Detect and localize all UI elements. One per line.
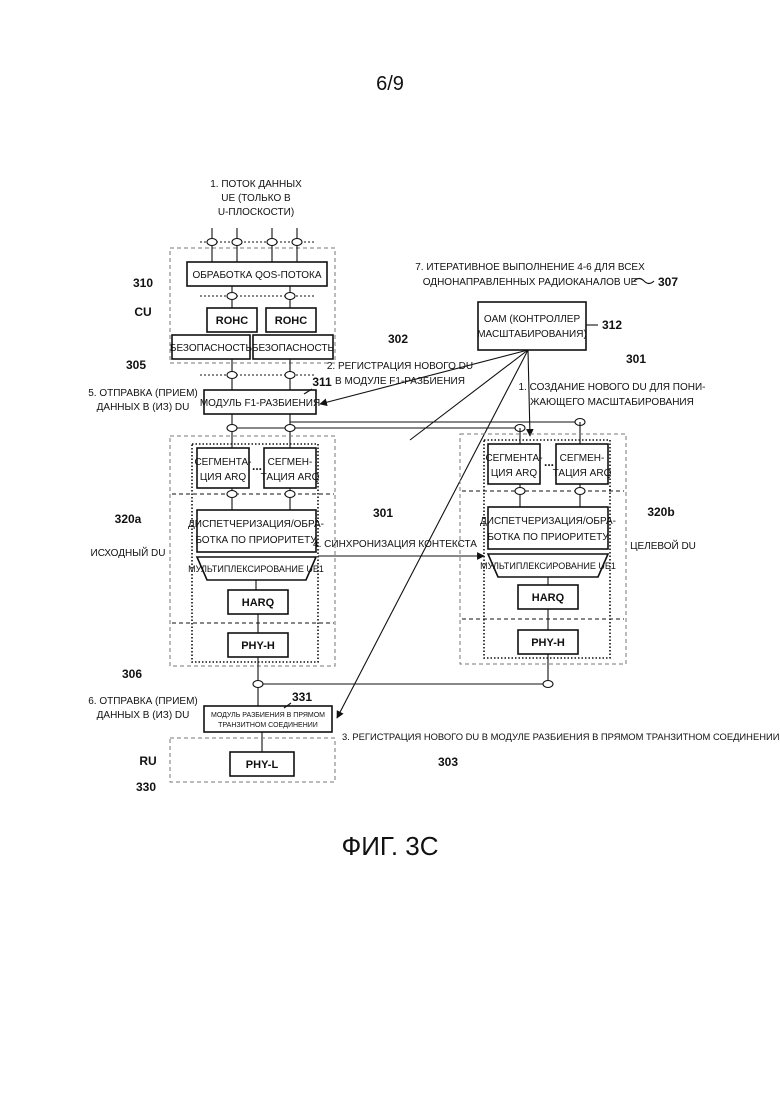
- create-du-line-2: ЖАЮЩЕГО МАСШТАБИРОВАНИЯ: [530, 397, 694, 408]
- ru-label: RU: [139, 754, 156, 768]
- source-mux-label: МУЛЬТИПЛЕКСИРОВАНИЕ UE1: [188, 564, 324, 574]
- send-cu-line-2: ДАННЫХ В (ИЗ) DU: [97, 402, 190, 413]
- target-arq-seg-b-line-2: ТАЦИЯ ARQ: [553, 468, 612, 479]
- ref-310: 310: [133, 276, 153, 290]
- flow-label-line-2: UE (ТОЛЬКО В: [221, 193, 291, 204]
- oam-line-1: OAM (КОНТРОЛЛЕР: [484, 314, 581, 325]
- ref-320b: 320b: [647, 505, 674, 519]
- oam-scaling-controller-box: [478, 302, 586, 350]
- phy-l-label: PHY-L: [246, 759, 279, 771]
- source-phy-h-label: PHY-H: [241, 640, 275, 652]
- source-arq-seg-b-line-2: ТАЦИЯ ARQ: [261, 472, 320, 483]
- ref-312: 312: [602, 318, 622, 332]
- qos-flow-processing-label: ОБРАБОТКА QOS-ПОТОКА: [192, 270, 321, 281]
- ref-305: 305: [126, 358, 146, 372]
- source-scheduling-line-1: ДИСПЕТЧЕРИЗАЦИЯ/ОБРА-: [188, 519, 324, 530]
- target-harq-label: HARQ: [532, 592, 565, 604]
- target-arq-seg-a-line-1: СЕГМЕНТА-: [485, 453, 542, 464]
- ref-331: 331: [292, 690, 312, 704]
- target-arq-seg-b-line-1: СЕГМЕН-: [560, 453, 605, 464]
- source-arq-seg-a-line-2: ЦИЯ ARQ: [200, 472, 246, 483]
- fronthaul-line-2: ТРАНЗИТНОМ СОЕДИНЕНИИ: [218, 722, 318, 729]
- source-harq-label: HARQ: [242, 597, 275, 609]
- security-label-right: БЕЗОПАСНОСТЬ: [252, 343, 335, 354]
- reg-f1-line-2: В МОДУЛЕ F1-РАЗБИЕНИЯ: [335, 376, 465, 387]
- ref-307: 307: [658, 275, 678, 289]
- create-du-line-1: 1. СОЗДАНИЕ НОВОГО DU ДЛЯ ПОНИ-: [518, 382, 705, 393]
- ref-303: 303: [438, 755, 458, 769]
- ref-320a: 320a: [115, 512, 142, 526]
- oam-line-2: МАСШТАБИРОВАНИЯ): [477, 329, 587, 340]
- figure-caption: ФИГ. 3С: [341, 831, 438, 861]
- f1-split-module-label: МОДУЛЬ F1-РАЗБИЕНИЯ: [200, 398, 320, 409]
- source-arq-seg-b-line-1: СЕГМЕН-: [268, 457, 313, 468]
- reg-fh-label: 3. РЕГИСТРАЦИЯ НОВОГО DU В МОДУЛЕ РАЗБИЕ…: [342, 731, 779, 742]
- target-scheduling-line-1: ДИСПЕТЧЕРИЗАЦИЯ/ОБРА-: [480, 516, 616, 527]
- target-phy-h-label: PHY-H: [531, 637, 565, 649]
- target-du-label: ЦЕЛЕВОЙ DU: [630, 539, 696, 552]
- send-cu-line-1: 5. ОТПРАВКА (ПРИЕМ): [88, 388, 198, 399]
- source-arq-ellipsis: ...: [252, 459, 262, 473]
- target-mux-label: МУЛЬТИПЛЕКСИРОВАНИЕ UE1: [480, 561, 616, 571]
- iterative-line-1: 7. ИТЕРАТИВНОЕ ВЫПОЛНЕНИЕ 4-6 ДЛЯ ВСЕХ: [415, 262, 645, 273]
- flow-label-line-3: U-ПЛОСКОСТИ): [218, 207, 294, 218]
- rohc-label-right: ROHC: [275, 315, 307, 327]
- ref-306: 306: [122, 667, 142, 681]
- iterative-line-2: ОДНОНАПРАВЛЕННЫХ РАДИОКАНАЛОВ UE: [423, 277, 638, 288]
- target-arq-seg-a-line-2: ЦИЯ ARQ: [491, 468, 537, 479]
- flow-label-line-1: 1. ПОТОК ДАННЫХ: [210, 179, 302, 190]
- rohc-label-left: ROHC: [216, 315, 248, 327]
- ref-311: 311: [312, 375, 332, 389]
- security-label-left: БЕЗОПАСНОСТЬ: [170, 343, 253, 354]
- send-ru-line-1: 6. ОТПРАВКА (ПРИЕМ): [88, 696, 198, 707]
- source-arq-seg-a-line-1: СЕГМЕНТА-: [194, 457, 251, 468]
- page-number: 6/9: [376, 73, 404, 95]
- source-scheduling-line-2: БОТКА ПО ПРИОРИТЕТУ: [195, 535, 317, 546]
- source-du-label: ИСХОДНЫЙ DU: [91, 546, 166, 559]
- cu-label: CU: [134, 305, 151, 319]
- ref-330: 330: [136, 780, 156, 794]
- target-arq-ellipsis: ...: [544, 455, 554, 469]
- fronthaul-line-1: МОДУЛЬ РАЗБИЕНИЯ В ПРЯМОМ: [211, 712, 325, 719]
- send-ru-line-2: ДАННЫХ В (ИЗ) DU: [97, 710, 190, 721]
- ref-301-mid: 301: [373, 506, 393, 520]
- target-scheduling-line-2: БОТКА ПО ПРИОРИТЕТУ: [487, 532, 609, 543]
- ref-301-top: 301: [626, 352, 646, 366]
- ref-302: 302: [388, 332, 408, 346]
- context-sync-label: 4. СИНХРОНИЗАЦИЯ КОНТЕКСТА: [313, 539, 477, 550]
